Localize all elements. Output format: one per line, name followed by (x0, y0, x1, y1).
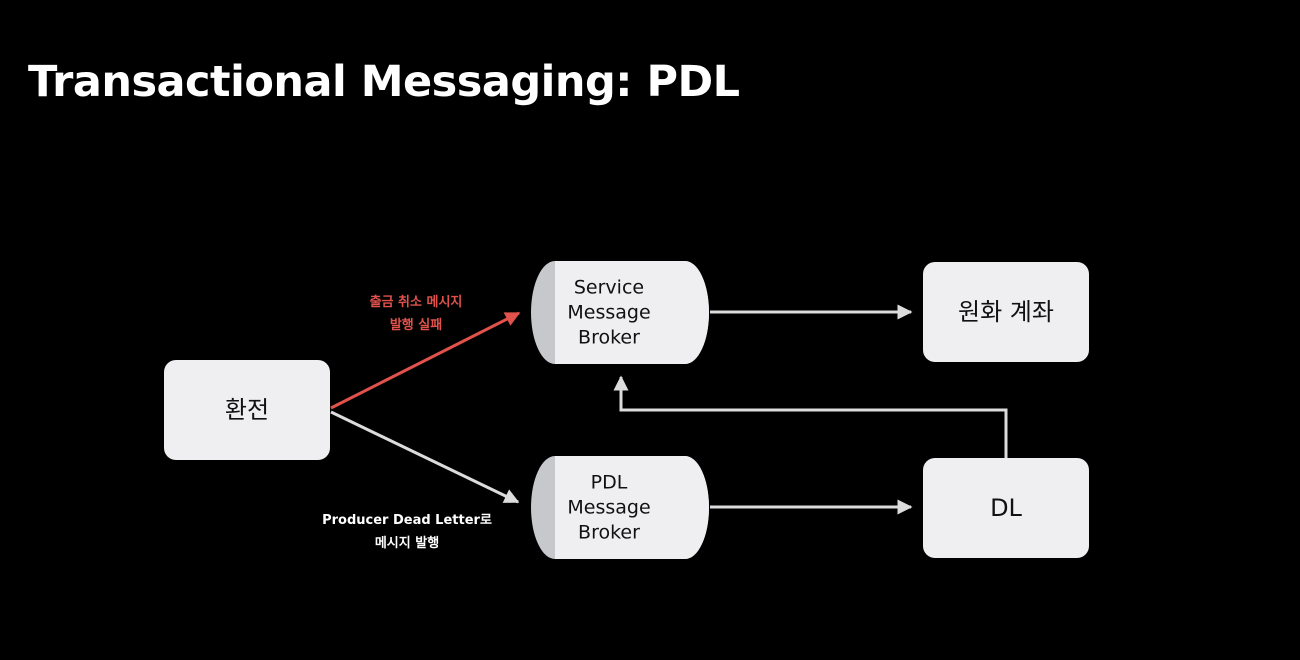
service-broker-line-1: Service (574, 277, 644, 299)
pdl-publish-label-line-1: Producer Dead Letter로 (322, 513, 492, 528)
pdl-publish-label-line-2: 메시지 발행 (375, 535, 439, 551)
slide-title: Transactional Messaging: PDL (28, 57, 740, 107)
pdl-broker-node: PDL Message Broker (531, 456, 709, 559)
dl-to-service-arrow (613, 375, 1008, 458)
dl-node: DL (923, 458, 1089, 558)
pdl-broker-line-2: Message (567, 497, 650, 519)
dl-label: DL (990, 494, 1022, 522)
service-broker-node: Service Message Broker (531, 261, 709, 364)
service-broker-line-3: Broker (578, 327, 640, 349)
failure-label-line-1: 출금 취소 메시지 (370, 294, 463, 310)
pdl-broker-line-1: PDL (591, 472, 628, 494)
service-broker-line-2: Message (567, 302, 650, 324)
pdl-broker-line-3: Broker (578, 522, 640, 544)
exchange-node: 환전 (164, 360, 330, 460)
won-account-node: 원화 계좌 (923, 262, 1089, 362)
exchange-label: 환전 (225, 396, 269, 424)
pdl-publish-arrow (330, 410, 520, 504)
failure-label-line-2: 발행 실패 (390, 317, 442, 333)
failure-arrow (330, 311, 521, 410)
won-account-label: 원화 계좌 (958, 298, 1054, 326)
